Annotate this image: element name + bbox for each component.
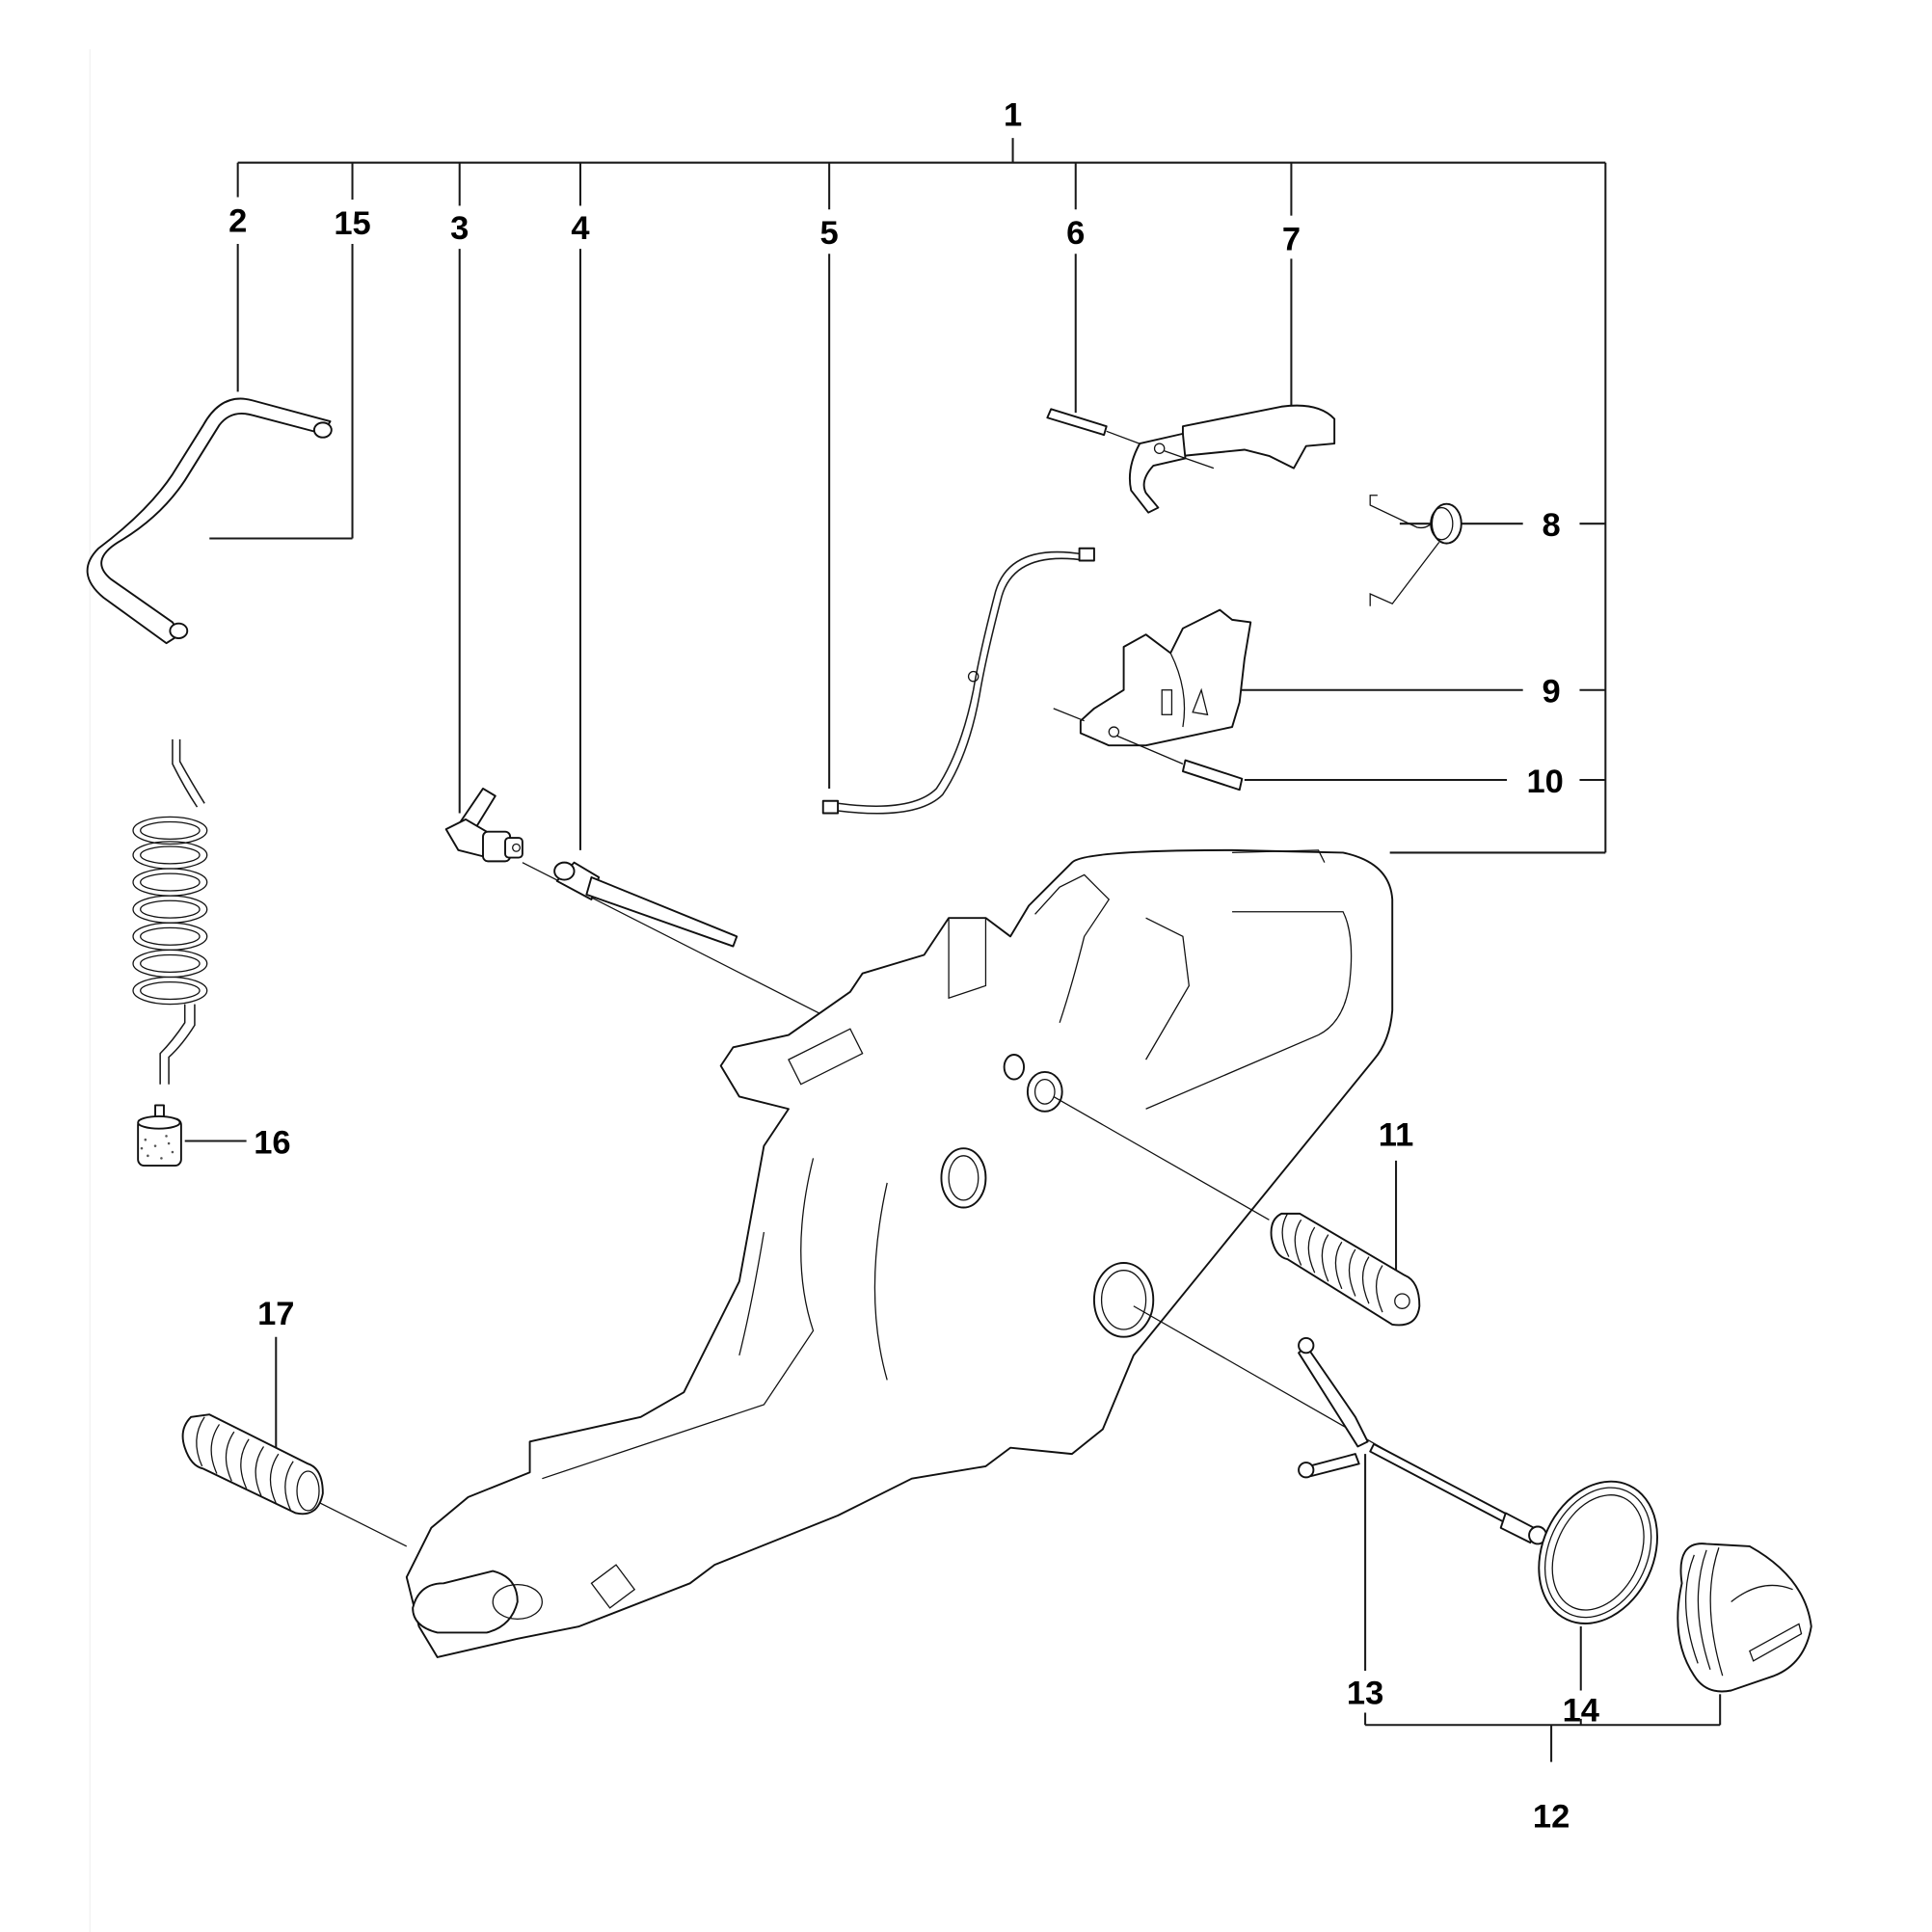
part-7-throttle-trigger (1128, 404, 1336, 514)
part-17-av-spring (181, 1413, 324, 1516)
callout-4: 4 (571, 210, 589, 247)
part-10-pin (1181, 759, 1244, 792)
part-3-elbow-valve (444, 788, 523, 863)
callout-13: 13 (1347, 1676, 1383, 1712)
callout-1: 1 (1004, 96, 1022, 133)
part-11-av-spring (1270, 1212, 1421, 1327)
callout-7: 7 (1282, 221, 1301, 257)
callout-16: 16 (254, 1124, 290, 1161)
part-14-o-ring (1538, 1480, 1658, 1624)
callout-14: 14 (1563, 1692, 1599, 1729)
callout-17: 17 (257, 1296, 294, 1332)
bracket-12 (1364, 1454, 1722, 1762)
part-15-fuel-hose (132, 738, 208, 1085)
part-1-tank-housing (405, 848, 1394, 1658)
part-4-rod (553, 861, 738, 948)
part-6-pin (1046, 408, 1146, 447)
callout-2: 2 (228, 202, 247, 239)
callout-6: 6 (1066, 215, 1085, 252)
part-2-hose (86, 397, 333, 645)
part-5-cable (821, 547, 1095, 815)
part-9-throttle-lockout (1053, 608, 1252, 765)
callout-3: 3 (450, 210, 469, 247)
callout-12: 12 (1533, 1798, 1570, 1835)
bracket-1 (209, 138, 1607, 854)
assembly-line-17 (320, 1502, 408, 1547)
callout-15: 15 (334, 205, 370, 242)
callout-9: 9 (1542, 673, 1560, 710)
part-13-retaining-strap (1298, 1337, 1547, 1545)
callout-labels: 1 2 3 4 5 6 7 8 9 10 11 12 13 14 15 16 1… (228, 96, 1599, 1835)
part-8-spring (1369, 495, 1462, 606)
callout-11: 11 (1379, 1117, 1413, 1154)
callout-10: 10 (1527, 764, 1564, 800)
assembly-line-11 (1053, 1095, 1270, 1221)
part-16-fuel-filter (137, 1104, 182, 1167)
part-12-cap (1677, 1543, 1812, 1693)
callout-8: 8 (1542, 507, 1560, 544)
callout-5: 5 (820, 215, 839, 252)
